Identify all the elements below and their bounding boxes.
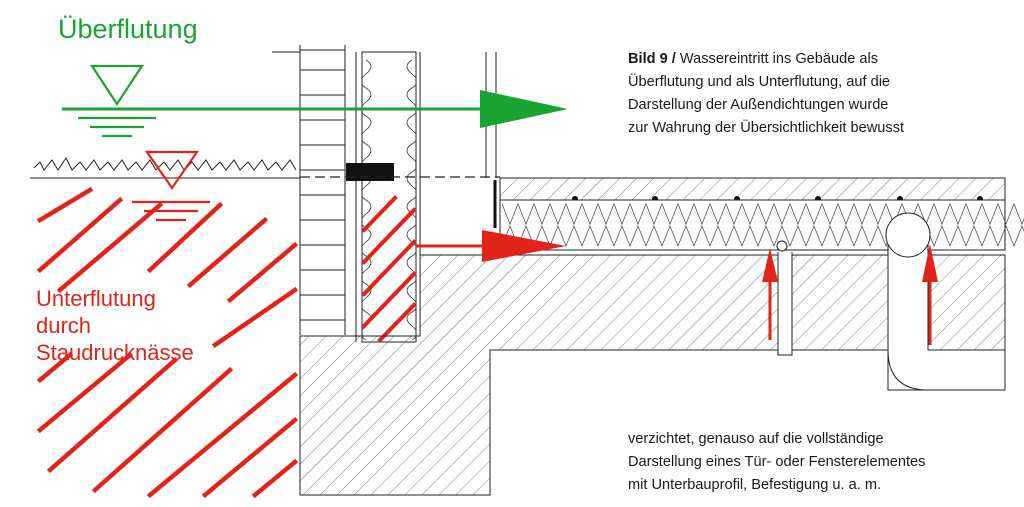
figure-caption-bottom: verzichtet, genauso auf die vollständige… — [628, 428, 1008, 497]
water-level-symbol-upper — [78, 64, 156, 138]
water-level-symbol-lower — [132, 150, 210, 222]
soil-wet-hatch — [36, 186, 299, 499]
ground-line — [30, 157, 300, 179]
upflow-arrow-small-pipe — [762, 248, 778, 340]
floor-screed — [499, 177, 1006, 202]
caption-line-2: Überflutung und als Unterflutung, auf di… — [628, 74, 891, 90]
caption-line-7: mit Unterbauprofil, Befestigung u. a. m. — [628, 477, 882, 493]
overflow-arrow — [62, 90, 568, 128]
caption-line-5: verzichtet, genauso auf die vollständige — [628, 431, 884, 447]
label-unterflutung: Unterflutung durch Staudrucknässe — [36, 285, 194, 366]
label-unterflutung-line1: Unterflutung — [36, 286, 156, 311]
caption-line-1: Bild 9 / Wassereintritt ins Gebäude als — [628, 48, 1008, 71]
label-ueberflutung: Überflutung — [58, 14, 198, 44]
label-unterflutung-line3: Staudrucknässe — [36, 340, 194, 365]
caption-line-3: Darstellung der Außendichtungen wurde — [628, 97, 889, 113]
caption-line-4: zur Wahrung der Übersichtlichkeit bewuss… — [628, 120, 905, 136]
pipe-small — [776, 240, 793, 356]
underflow-arrow — [416, 230, 566, 262]
seal-block — [346, 163, 394, 181]
upflow-arrow-large-pipe — [922, 244, 938, 345]
figure-number: Bild 9 / — [628, 51, 676, 67]
figure-caption-top: Bild 9 / Wassereintritt ins Gebäude als … — [628, 48, 1008, 140]
caption-text-1: Wassereintritt ins Gebäude als — [679, 51, 879, 67]
pipe-large — [885, 212, 1006, 391]
label-unterflutung-line2: durch — [36, 313, 92, 338]
floor-insulation — [499, 199, 1024, 251]
masonry-wall — [272, 45, 346, 335]
wall-insulation — [361, 51, 417, 343]
caption-line-6: Darstellung eines Tür- oder Fenstereleme… — [628, 454, 926, 470]
